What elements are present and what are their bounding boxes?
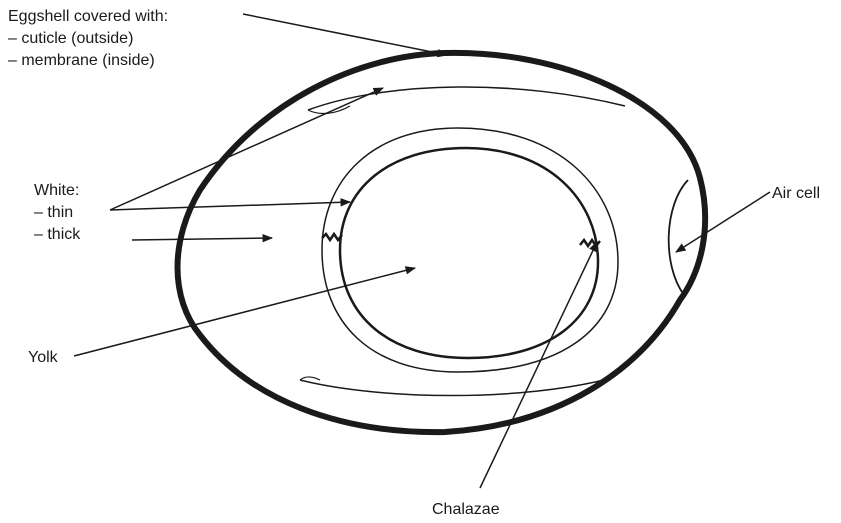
thick-white-leader [132,238,272,240]
air-cell-leader [676,192,770,252]
yolk [340,148,598,358]
white-label-title: White: [34,180,80,202]
chalaza-left [322,234,342,240]
eggshell-label-cuticle: – cuticle (outside) [8,28,168,50]
thin-white-leader-upper [110,88,383,210]
thin-white-leader-lower [110,202,350,210]
eggshell-label: Eggshell covered with: – cuticle (outsid… [8,6,168,72]
air-cell-boundary [669,180,688,295]
white-label-thick: – thick [34,224,80,246]
eggshell-label-membrane: – membrane (inside) [8,50,168,72]
white-label: White: – thin – thick [34,180,80,246]
chalazae-label: Chalazae [432,499,500,521]
thin-white-top-boundary [308,87,625,110]
eggshell-label-title: Eggshell covered with: [8,6,168,28]
thin-white-bottom-end-left [300,377,320,380]
thick-white-boundary [322,128,618,372]
chalazae-leader [480,242,597,488]
eggshell-leader-line [243,14,447,55]
yolk-label: Yolk [28,347,58,369]
yolk-leader [74,268,415,356]
air-cell-label: Air cell [772,183,820,205]
eggshell-outline [178,53,706,432]
white-label-thin: – thin [34,202,80,224]
thin-white-bottom-boundary [300,378,612,396]
